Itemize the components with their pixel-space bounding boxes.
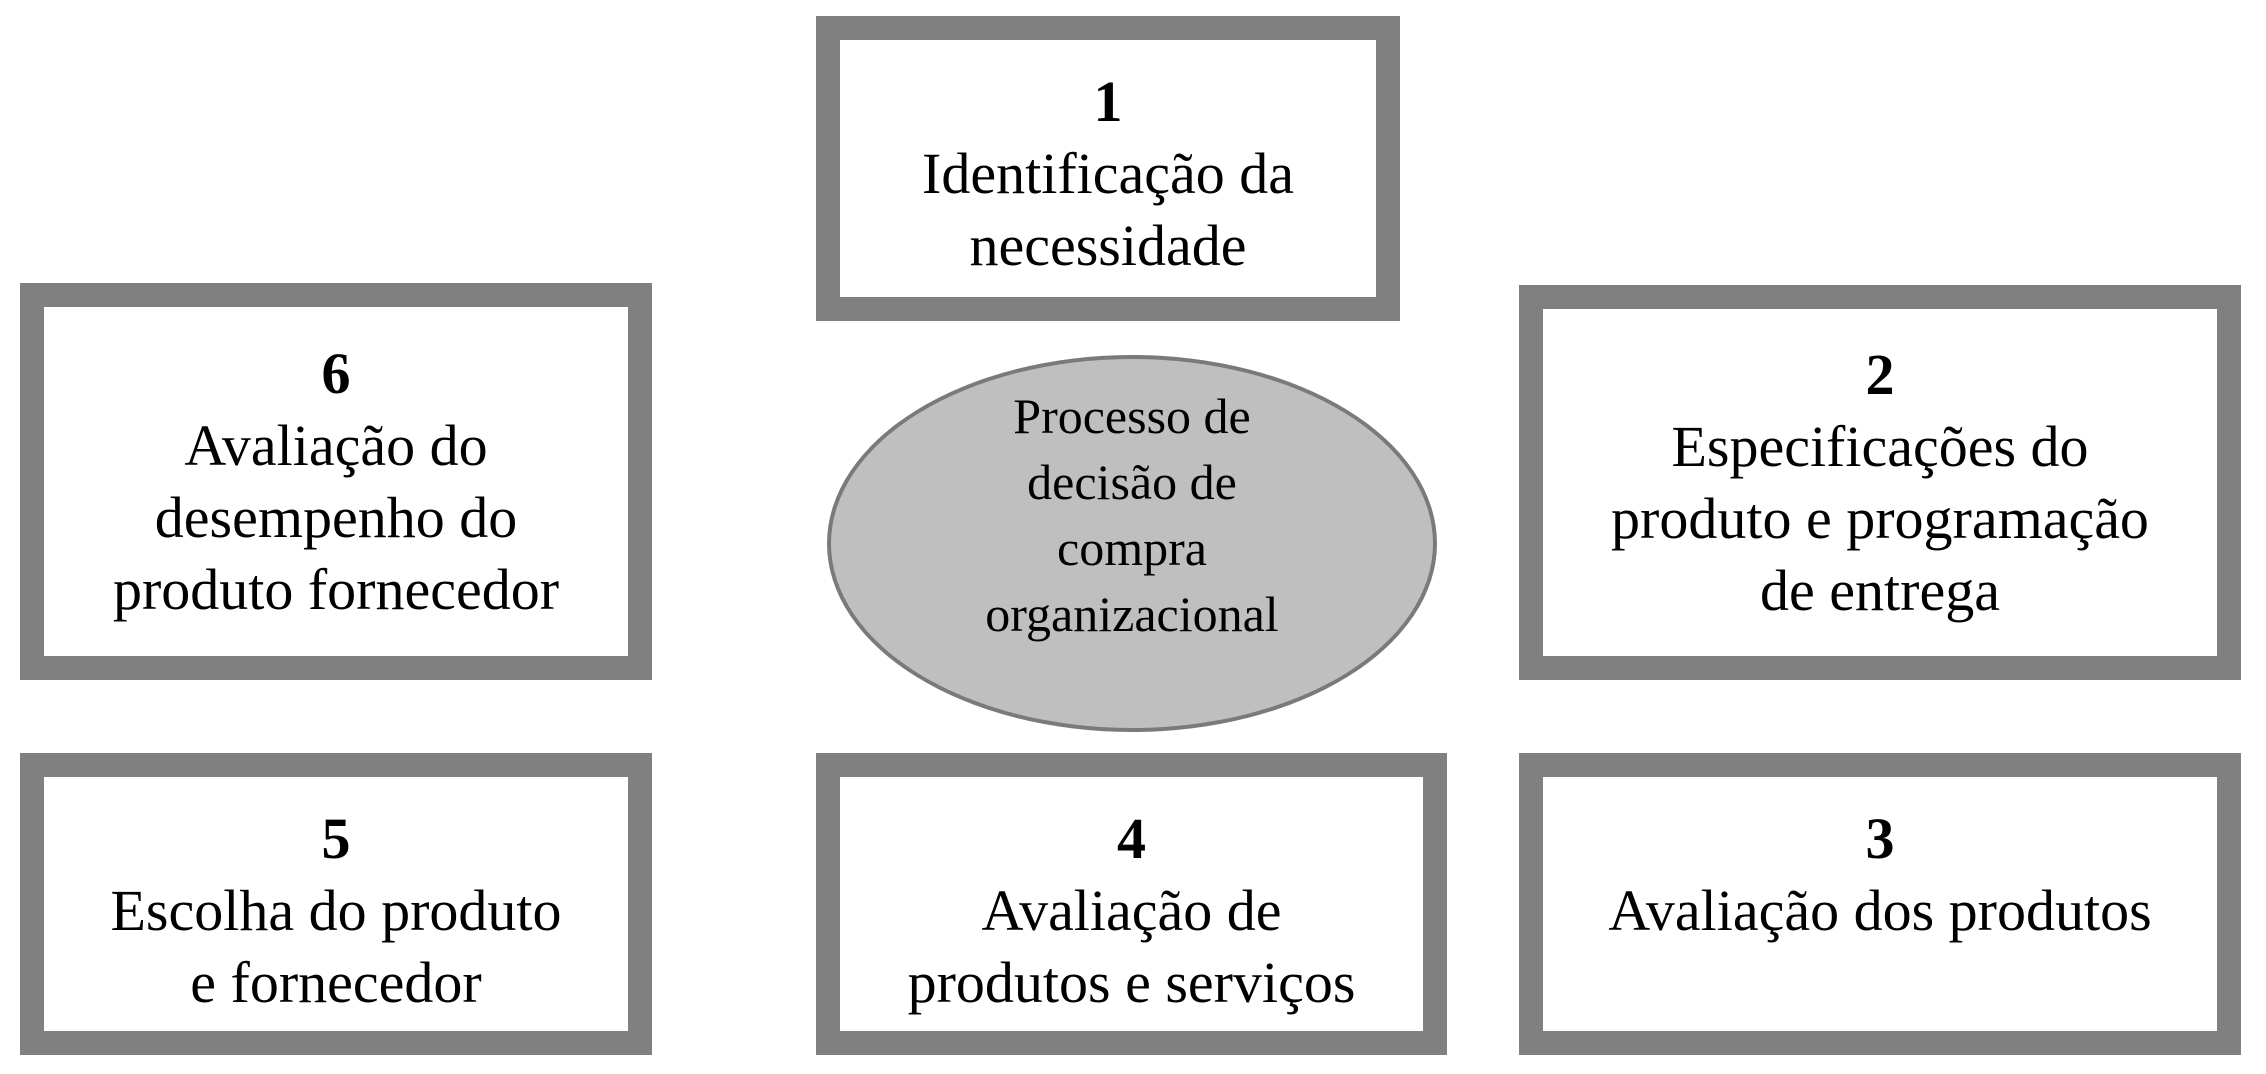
step-box-2: 2 Especificações do produto e programaçã… [1519,285,2241,680]
step-number-6: 6 [321,340,351,406]
step-number-5: 5 [321,806,351,871]
step-number-1: 1 [1093,69,1123,134]
step-label-5: Escolha do produto e fornecedor [110,878,562,1015]
step-label-4: Avaliação de produtos e serviços [907,878,1356,1015]
step-label-2: Especificações do produto e programação … [1611,413,2149,623]
step-label-6: Avaliação do desempenho do produto forne… [112,412,560,622]
center-ellipse: Processo de decisão de compra organizaci… [827,355,1437,732]
step-number-3: 3 [1865,806,1895,871]
step-number-2: 2 [1865,341,1895,407]
step-box-6: 6 Avaliação do desempenho do produto for… [20,283,652,680]
step-label-1: Identificação da necessidade [922,141,1294,278]
step-box-1: 1 Identificação da necessidade [816,16,1400,321]
step-label-3: Avaliação dos produtos [1608,878,2152,943]
step-box-5: 5 Escolha do produto e fornecedor [20,753,652,1055]
step-number-4: 4 [1117,806,1146,871]
center-label: Processo de decisão de compra organizaci… [985,388,1279,642]
step-box-4: 4 Avaliação de produtos e serviços [816,753,1447,1055]
step-box-3: 3 Avaliação dos produtos [1519,753,2241,1055]
